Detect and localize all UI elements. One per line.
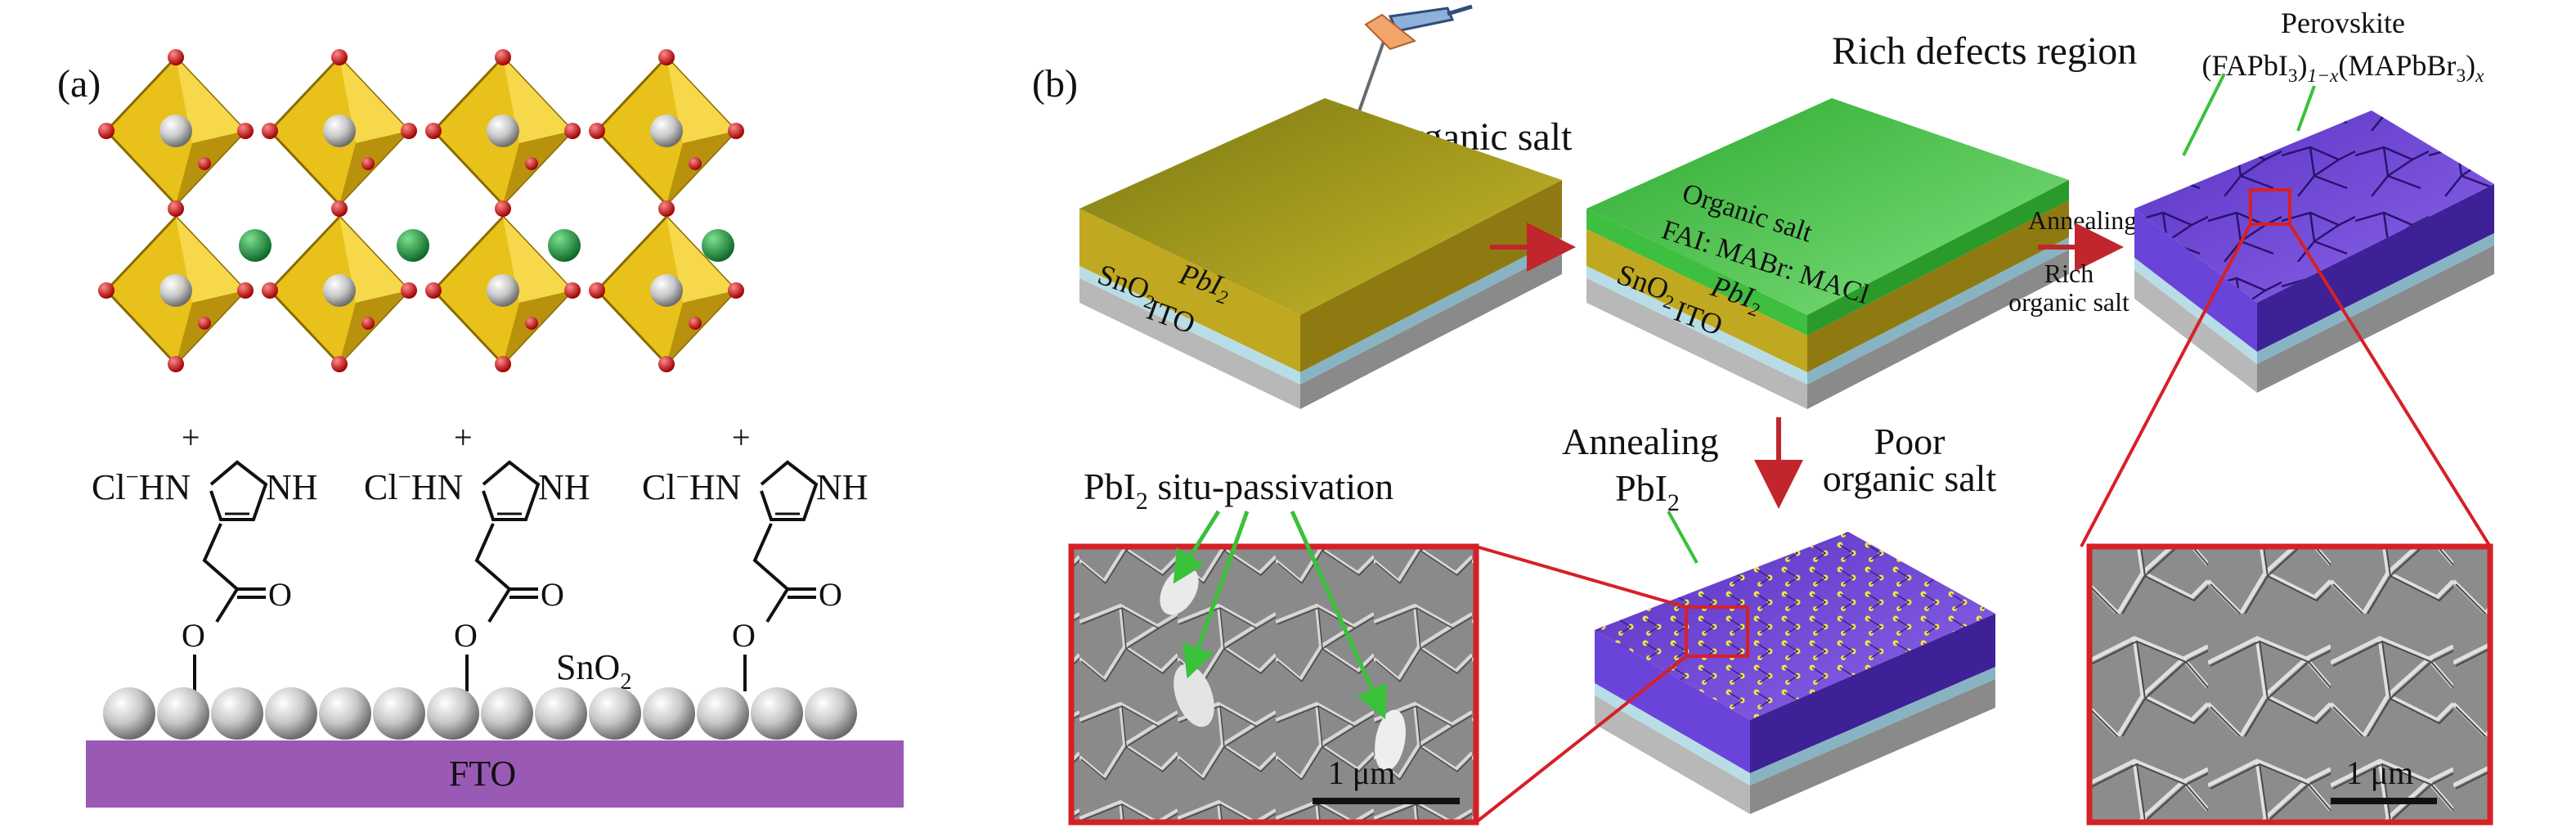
cl-label: Cl−HN	[92, 465, 191, 507]
rich-defects-pointer	[2182, 73, 2226, 156]
a-site-atom	[239, 229, 272, 262]
sno2-nanoparticle-row	[103, 687, 857, 740]
fto-label: FTO	[449, 754, 516, 794]
sno2-nanoparticle	[805, 687, 857, 740]
panel-b-label: (b)	[1032, 62, 1078, 106]
film-stack-rich-defects	[2134, 110, 2494, 393]
sem-image-passivation: 1 μm	[1068, 543, 1479, 826]
scale-bar-label-left: 1 μm	[1328, 754, 1396, 791]
o-label: O	[454, 617, 478, 654]
annealing-top-label: Annealing	[2028, 205, 2137, 235]
pb-atom	[487, 115, 519, 147]
sno2-nanoparticle	[697, 687, 749, 740]
sno2-nanoparticle	[373, 687, 425, 740]
zoom-line	[1474, 655, 1688, 824]
situ-pointer	[1183, 511, 1250, 679]
scale-bar-label-right: 1 μm	[2346, 754, 2414, 791]
film-stack-pbi2: PbI2 SnO2 ITO	[1079, 98, 1562, 409]
scale-bar-left	[1313, 798, 1460, 804]
poor-label: Poor	[1874, 421, 1945, 462]
zoom-box-rich	[2249, 188, 2291, 226]
situ-pointer	[1173, 510, 1221, 584]
panel-a: (a)	[57, 49, 904, 808]
sno2-nanoparticle	[157, 687, 209, 740]
o-label: O	[541, 576, 564, 613]
a-site-atom	[397, 229, 429, 262]
imidazolium-molecule: Cl−HN + NH O O	[364, 419, 590, 691]
zoom-line	[2288, 223, 2492, 548]
a-site-atom	[702, 229, 734, 262]
o-label: O	[819, 576, 842, 613]
pb-atom	[650, 115, 683, 147]
a-site-atom	[548, 229, 581, 262]
nh-label: NH	[266, 467, 318, 507]
sno2-nanoparticle	[643, 687, 695, 740]
sno2-nanoparticle	[481, 687, 533, 740]
sno2-nanoparticle	[535, 687, 587, 740]
pb-atom	[650, 274, 683, 307]
pbi2-pointer	[1667, 511, 1699, 564]
nh-label: NH	[816, 467, 868, 507]
sno2-nanoparticle	[319, 687, 371, 740]
panel-a-label: (a)	[57, 62, 101, 106]
imidazolium-molecule: Cl−HN + NH O O	[92, 419, 318, 691]
pb-atom	[159, 274, 192, 307]
situ-passivation-label: PbI2 situ-passivation	[1084, 466, 1393, 515]
imidazolium-molecule: Cl−HN + NH O O	[642, 419, 868, 691]
sno2-nanoparticle	[589, 687, 641, 740]
pb-atom	[487, 274, 519, 307]
pb-atom	[323, 115, 356, 147]
o-label: O	[268, 576, 292, 613]
sno2-nanoparticle	[103, 687, 155, 740]
halide-atoms	[98, 49, 744, 372]
scale-bar-right	[2331, 798, 2437, 804]
plus-sign: +	[732, 419, 751, 456]
o-label: O	[732, 617, 756, 654]
situ-pointer	[1290, 510, 1387, 720]
sno2-nanoparticle	[751, 687, 803, 740]
o-label: O	[182, 617, 205, 654]
annealing-down-label: Annealing	[1562, 421, 1719, 462]
film-stack-pbi2-passivated	[1595, 532, 1995, 814]
cl-label: Cl−HN	[642, 465, 741, 507]
organic-salt-rich-label: organic salt	[2008, 287, 2129, 317]
sno2-nanoparticle	[211, 687, 263, 740]
sno2-nanoparticle	[265, 687, 317, 740]
zoom-line	[1475, 545, 1687, 609]
fto-substrate	[86, 740, 904, 808]
plus-sign: +	[454, 419, 473, 456]
rich-defects-label: Rich defects region	[1832, 29, 2137, 73]
octahedra-framework	[98, 49, 744, 372]
panel-b: (b) Organic salt PbI2 SnO2 ITO	[1032, 4, 2494, 826]
pb-atom	[159, 115, 192, 147]
zoom-line	[2080, 223, 2252, 547]
perovskite-formula: (FAPbI3)1−x(MAPbBr3)x	[2201, 49, 2484, 87]
sem-image-rich: 1 μm	[2086, 543, 2493, 826]
plus-sign: +	[182, 419, 200, 456]
pb-atom	[323, 274, 356, 307]
poor-organic-salt-label: organic salt	[1823, 457, 1997, 499]
film-stack-organic: Organic salt FAI: MABr: MACl PbI2 SnO2 I…	[1586, 98, 2069, 409]
sno2-label: SnO2	[556, 647, 632, 695]
sno2-nanoparticle	[427, 687, 479, 740]
perovskite-pointer	[2296, 85, 2316, 132]
pbi2-down-label: PbI2	[1615, 467, 1680, 516]
perovskite-label: Perovskite	[2281, 7, 2405, 39]
zoom-box-poor	[1685, 605, 1749, 658]
cl-label: Cl−HN	[364, 465, 463, 507]
nh-label: NH	[538, 467, 590, 507]
rich-label: Rich	[2044, 259, 2094, 288]
